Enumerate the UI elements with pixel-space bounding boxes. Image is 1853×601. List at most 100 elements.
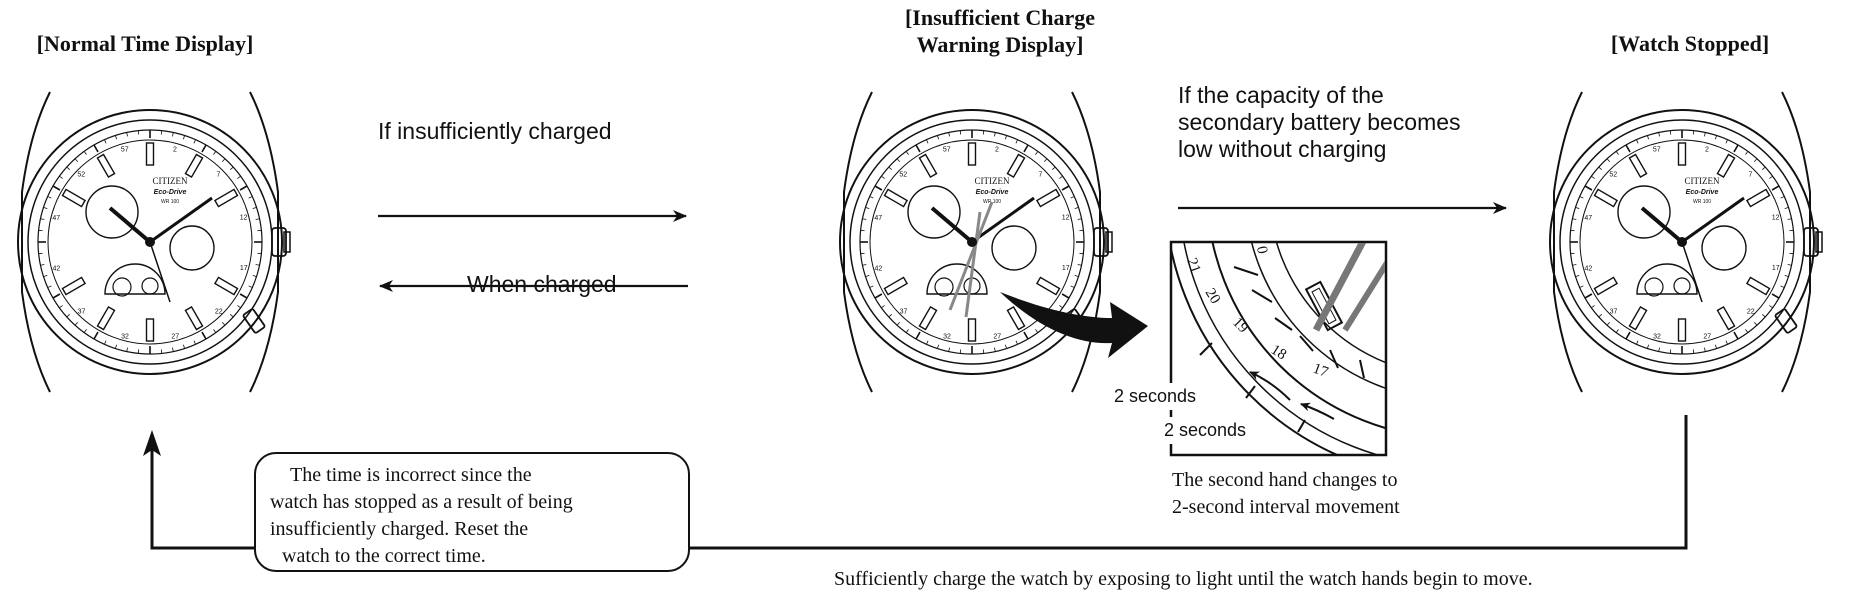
minute-tick: [221, 321, 226, 326]
dial-minute-number: 22: [1747, 308, 1755, 315]
minute-tick: [1051, 166, 1056, 171]
minute-tick: [1647, 135, 1650, 140]
minute-tick: [83, 151, 87, 155]
minute-tick: [862, 218, 867, 220]
minute-tick: [1035, 151, 1039, 155]
warning-title-line2: Warning Display]: [916, 32, 1084, 57]
minute-tick: [1074, 274, 1079, 277]
minute-tick: [1658, 347, 1660, 352]
dial-minute-number: 32: [943, 334, 951, 341]
minute-tick: [248, 285, 253, 288]
minute-tick: [1077, 264, 1082, 266]
minute-tick: [1572, 218, 1577, 220]
hour-index: [96, 305, 116, 331]
minute-tick: [888, 313, 893, 318]
minute-tick: [915, 331, 921, 340]
return-loop-line: [150, 415, 1688, 550]
minute-tick: [104, 340, 107, 345]
detail-caption: The second hand changes to 2-second inte…: [1172, 467, 1400, 521]
minute-tick: [1784, 207, 1789, 210]
dial-minute-number: 27: [171, 334, 179, 341]
minute-tick: [1704, 132, 1706, 137]
hour-index: [1593, 188, 1619, 208]
minute-tick: [1572, 264, 1577, 266]
minute-tick: [1077, 218, 1082, 220]
dial-minute-number: 2: [1705, 146, 1709, 153]
minute-tick: [1745, 151, 1749, 155]
hour-hand: [108, 206, 152, 244]
watch-crown-tip: [1105, 231, 1113, 253]
minute-tick: [40, 218, 45, 220]
hour-index: [883, 276, 909, 296]
dial-wr: WR 100: [1693, 199, 1711, 205]
interval-label-2: 2 seconds: [1162, 417, 1249, 444]
minute-tick: [115, 135, 118, 140]
minute-tick: [1725, 139, 1728, 144]
dial-minute-number: 32: [1653, 334, 1661, 341]
minute-tick: [1004, 135, 1007, 140]
dial-wr: WR 100: [161, 199, 179, 205]
minute-tick: [1070, 285, 1075, 288]
interval-label-1: 2 seconds: [1112, 383, 1199, 410]
hour-index: [213, 276, 239, 296]
hour-index: [184, 153, 204, 179]
second-hand: [1681, 241, 1703, 303]
hour-index: [1006, 305, 1026, 331]
minute-tick: [1061, 293, 1070, 299]
minute-tick: [1059, 305, 1063, 309]
minute-tick: [1733, 144, 1739, 153]
watch-lug-right: [1071, 91, 1101, 393]
minute-tick: [1784, 274, 1789, 277]
minute-tick: [869, 196, 874, 199]
dial-minute-number: 57: [1653, 146, 1661, 153]
minute-tick: [1714, 135, 1717, 140]
minute-tick: [1714, 344, 1717, 349]
dial-minute-number: 47: [1584, 215, 1592, 222]
interval-arrow-2: [1300, 402, 1335, 420]
hour-index: [1745, 276, 1771, 296]
minute-tick: [47, 196, 52, 199]
watch-lug-left: [1553, 91, 1583, 393]
minute-tick: [1004, 344, 1007, 349]
reset-time-callout: The time is incorrect since the watch ha…: [254, 452, 690, 572]
hour-hand: [1640, 206, 1684, 244]
stopped-state-title: [Watch Stopped]: [1610, 31, 1770, 56]
minute-tick: [239, 185, 248, 191]
watch-pusher: [1774, 308, 1798, 334]
minute-tick: [937, 344, 940, 349]
minute-tick: [237, 175, 241, 179]
to-normal-label: When charged: [467, 271, 617, 297]
hour-index: [145, 142, 155, 166]
minute-tick: [201, 331, 207, 340]
minute-tick: [1753, 158, 1758, 163]
minute-tick: [1584, 293, 1593, 299]
normal-state-title: [Normal Time Display]: [36, 31, 254, 56]
minute-tick: [1636, 340, 1639, 345]
dial-minute-number: 42: [874, 265, 882, 272]
watch-inner-ring: [1579, 139, 1785, 345]
minute-tick: [1043, 158, 1048, 163]
dial-minute-number: 37: [900, 309, 908, 316]
hand-pivot: [145, 237, 155, 247]
dial-minute-number: 17: [1772, 265, 1780, 272]
detail-inset: 21 20 19 18 17 0: [1169, 240, 1388, 457]
minute-tick: [74, 158, 79, 163]
minute-tick: [126, 347, 128, 352]
minute-tick: [948, 132, 950, 137]
to-stopped-line1: If the capacity of the: [1178, 82, 1384, 108]
minute-tick: [1579, 196, 1584, 199]
power-subdial: [169, 225, 215, 271]
minute-tick: [172, 347, 174, 352]
dial-number-18: 18: [1268, 342, 1289, 364]
dial-minute-number: 37: [1610, 309, 1618, 316]
minute-tick: [994, 347, 996, 352]
watch-crown-tip: [283, 231, 291, 253]
minute-tick: [1023, 144, 1029, 153]
minute-tick: [1059, 175, 1063, 179]
minute-tick: [1015, 340, 1018, 345]
dial-minute-number: 52: [899, 172, 907, 179]
minute-tick: [47, 285, 52, 288]
minute-tick: [862, 264, 867, 266]
minute-tick: [865, 274, 870, 277]
minute-tick: [74, 321, 79, 326]
